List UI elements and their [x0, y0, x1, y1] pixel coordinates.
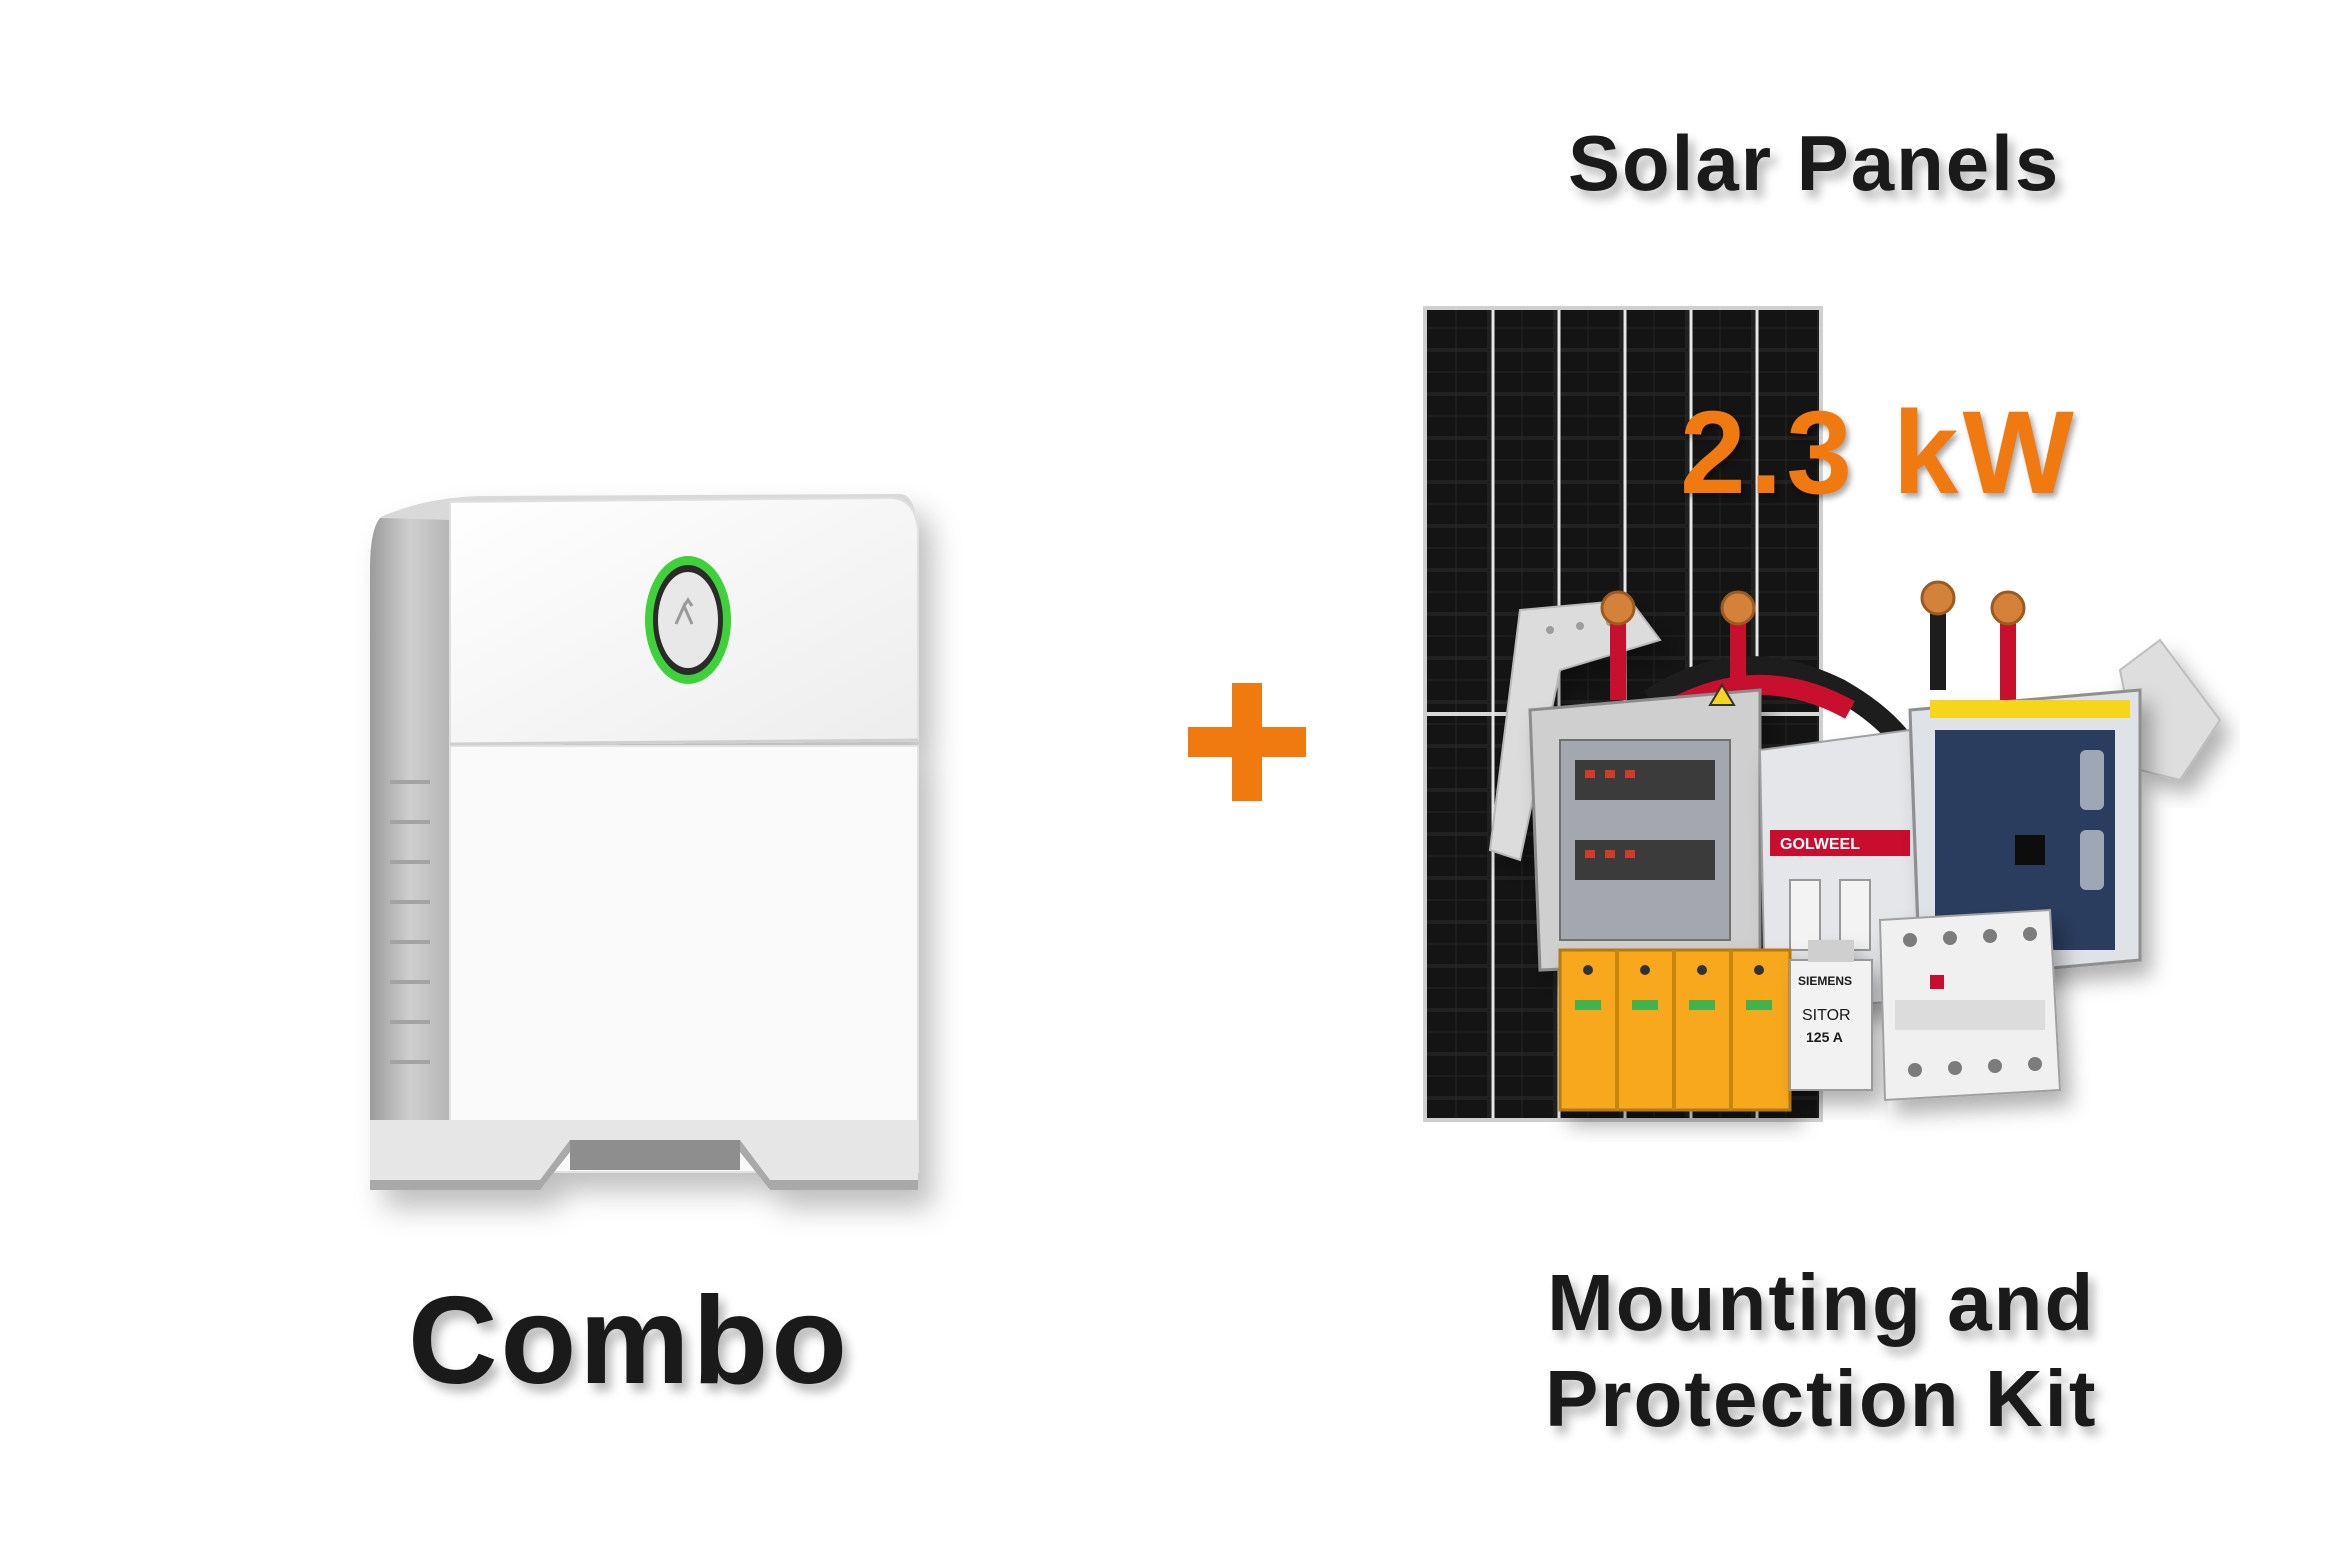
battery-unit-image	[370, 494, 919, 1190]
plus-vertical-bar	[1232, 683, 1262, 801]
fuse-label: SITOR	[1802, 1007, 1851, 1024]
plus-icon	[1188, 683, 1306, 801]
power-rating-label: 2.3 kW	[1680, 387, 2078, 519]
fuse-brand: SIEMENS	[1798, 974, 1852, 988]
status-led-ring	[645, 556, 731, 684]
combo-caption: Combo	[408, 1272, 851, 1410]
fuse: SIEMENS SITOR 125 A	[1789, 940, 1873, 1091]
combiner-box-left	[1528, 683, 1762, 972]
kit-caption-line1: Mounting and	[1547, 1258, 2096, 1347]
protection-kit-image: GOLWEEL SIEMENS SITOR 125	[1488, 580, 2222, 1112]
distribution-box-right	[1908, 688, 2142, 982]
circuit-breaker	[1878, 908, 2062, 1102]
fuse-rating: 125 A	[1806, 1029, 1843, 1045]
solar-panels-caption: Solar Panels	[1568, 119, 2061, 207]
kit-caption: Mounting and Protection Kit	[1545, 1255, 2097, 1447]
breaker-box-brand: GOLWEEL	[1780, 836, 1860, 853]
kit-caption-line2: Protection Kit	[1545, 1354, 2098, 1443]
surge-protector	[1558, 948, 1792, 1112]
